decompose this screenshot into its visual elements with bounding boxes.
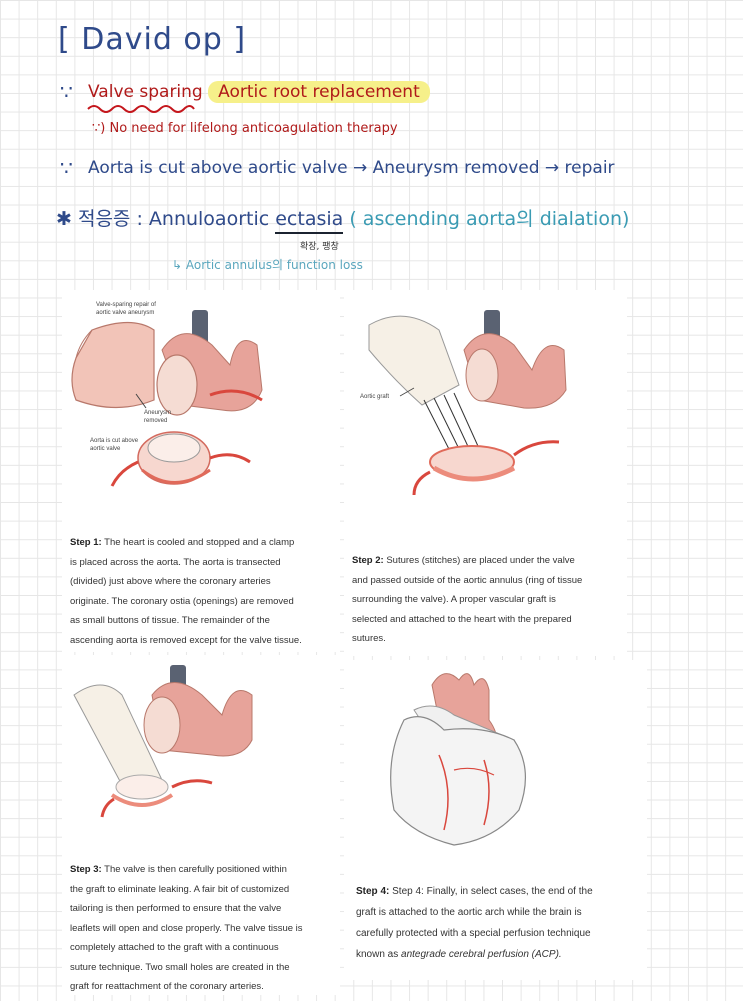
step2-line: and passed outside of the aortic annulus… — [352, 574, 583, 586]
star-icon: ✱ — [56, 208, 72, 230]
step4-line: carefully protected with a special perfu… — [356, 928, 591, 939]
step3-line: graft for reattachment of the coronary a… — [70, 981, 264, 992]
step1-illustration: Valve-sparing repair of aortic valve ane… — [71, 302, 263, 487]
step2-caption: Step 2: Sutures (stitches) are placed un… — [352, 555, 583, 644]
panel1-label-a: Valve-sparing repair of — [96, 302, 156, 308]
step1-line: is placed across the aorta. The aorta is… — [70, 556, 281, 568]
step3-line: suture technique. Two small holes are cr… — [70, 961, 290, 973]
step1-line: originate. The coronary ostia (openings)… — [70, 595, 294, 607]
step1-title: Step 1 — [70, 537, 99, 548]
step1-line: ascending aorta is removed except for th… — [70, 634, 302, 646]
aortic-graft-label: Aortic graft — [360, 394, 389, 400]
valve-sparing-text: Valve sparing — [88, 82, 203, 102]
step3-caption: Step 3: The valve is then carefully posi… — [70, 864, 303, 992]
step1-line: as small buttons of tissue. The remainde… — [70, 615, 270, 626]
indication-label: 적응증 : — [77, 208, 143, 230]
step3-line: the graft to eliminate leaking. A fair b… — [70, 883, 290, 895]
step2-line: surrounding the valve). A proper vascula… — [352, 594, 556, 605]
step3-illustration — [73, 665, 253, 818]
step4-title: Step 4 — [356, 886, 387, 897]
annuloaortic-text: Annuloaortic — [148, 208, 270, 230]
note-indication: ✱ 적응증 : Annuloaortic ectasia ( ascending… — [56, 204, 630, 234]
note-title: [ David op ] — [58, 22, 247, 57]
panel1-label-c: Aneurysm — [144, 410, 171, 416]
step2-title: Step 2 — [352, 555, 381, 566]
red-squiggle-underline — [87, 105, 195, 113]
step3-title: Step 3 — [70, 864, 99, 875]
step4-line: graft is attached to the aortic arch whi… — [356, 907, 582, 918]
because-symbol: ∵ — [60, 80, 73, 104]
step3-line: The valve is then carefully positioned w… — [104, 864, 287, 875]
note-procedure-summary: Aorta is cut above aortic valve → Aneury… — [88, 158, 615, 178]
step2-line: Sutures (stitches) are placed under the … — [386, 555, 575, 566]
panel1-label-e: Aorta is cut above — [90, 438, 139, 444]
step4-line: Step 4: Finally, in select cases, the en… — [392, 886, 593, 897]
step1-line: The heart is cooled and stopped and a cl… — [104, 537, 295, 548]
step4-line: known as — [356, 949, 399, 960]
step2-line: selected and attached to the heart with … — [352, 613, 572, 625]
panel1-label-f: aortic valve — [90, 446, 121, 452]
highlighted-aortic-root: Aortic root replacement — [208, 81, 430, 103]
ectasia-translation: 확장, 팽창 — [300, 242, 339, 252]
step2-line: sutures. — [352, 633, 386, 644]
panel1-label-d: removed — [144, 418, 167, 424]
note-annulus-function: ↳ Aortic annulus의 function loss — [172, 258, 363, 272]
step4-caption: Step 4: Step 4: Finally, in select cases… — [356, 886, 593, 960]
ectasia-text: ectasia — [275, 208, 344, 234]
note-anticoagulation: ∵) No need for lifelong anticoagulation … — [92, 121, 398, 136]
step3-line: completely attached to the graft with a … — [70, 942, 279, 953]
step3-line: tailoring is then performed to ensure th… — [70, 903, 282, 914]
panel1-label-b: aortic valve aneurysm — [96, 310, 154, 316]
step2-illustration: Aortic graft — [360, 310, 567, 496]
step1-line: (divided) just above where the coronary … — [70, 576, 271, 587]
step3-line: leaflets will open and close properly. T… — [70, 922, 303, 934]
because-symbol-2: ∵ — [60, 156, 73, 180]
dilation-note: ( ascending aorta의 dialation) — [349, 208, 630, 230]
acp-term: antegrade cerebral perfusion (ACP). — [401, 949, 562, 960]
step4-illustration — [390, 673, 527, 846]
note-line-valve-sparing: Valve sparing Aortic root replacement — [88, 81, 430, 103]
step1-caption: Step 1: The heart is cooled and stopped … — [70, 537, 302, 646]
